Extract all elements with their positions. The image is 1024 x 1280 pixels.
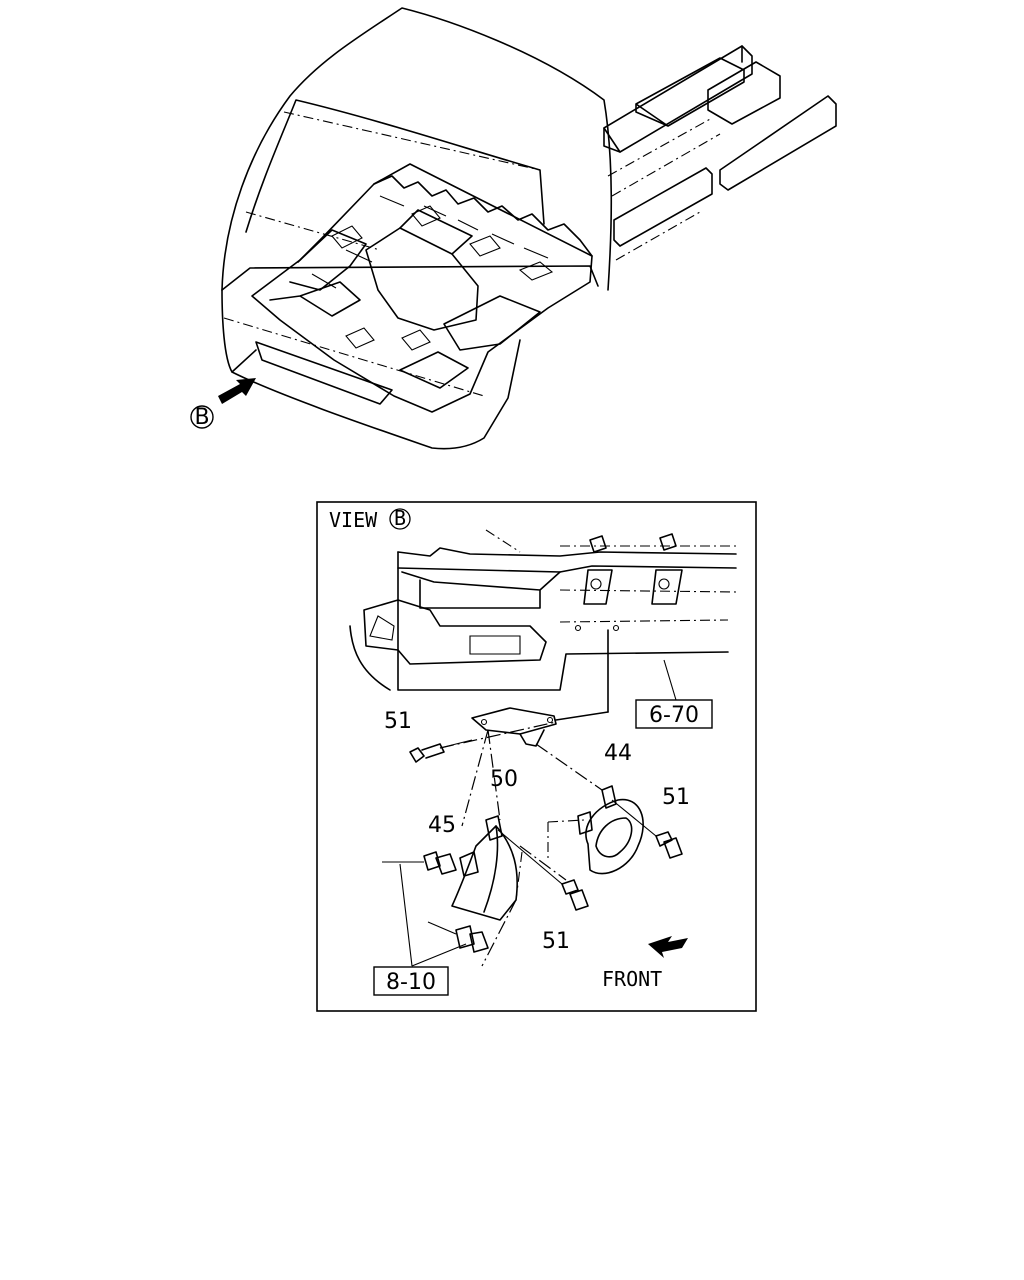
view-title-marker: B — [394, 506, 406, 530]
chassis-frame — [603, 45, 837, 261]
cab-shell — [218, 7, 613, 450]
view-b-marker-label: B — [194, 405, 209, 430]
horn-45 — [451, 815, 523, 921]
ref-6-70-label: 6-70 — [649, 703, 699, 728]
bracket-50 — [471, 707, 609, 747]
view-b-arrow-icon — [218, 378, 256, 404]
view-b-marker: B — [190, 405, 214, 430]
front-direction-label: FRONT — [602, 967, 662, 991]
callout-51-c: 51 — [542, 929, 570, 954]
callout-45: 45 — [428, 813, 456, 838]
bolt-51-a — [409, 739, 473, 763]
callout-44: 44 — [604, 741, 632, 766]
front-direction-arrow-icon — [648, 936, 688, 958]
ref-8-10[interactable]: 8-10 — [373, 966, 449, 996]
frame-bumper-area — [349, 529, 737, 713]
callout-51-a: 51 — [384, 709, 412, 734]
cab-overview-illustration: B — [190, 7, 837, 450]
ref-6-70[interactable]: 6-70 — [635, 659, 713, 729]
detail-view-b-panel: VIEW B — [316, 501, 757, 1012]
view-title: VIEW — [329, 508, 378, 532]
bolt-51-b — [611, 799, 683, 859]
callout-51-b: 51 — [662, 785, 690, 810]
connectors — [382, 851, 489, 967]
callout-50: 50 — [490, 767, 518, 792]
bolt-51-c — [497, 829, 589, 911]
ref-8-10-label: 8-10 — [386, 970, 436, 995]
horn-44 — [547, 785, 644, 875]
